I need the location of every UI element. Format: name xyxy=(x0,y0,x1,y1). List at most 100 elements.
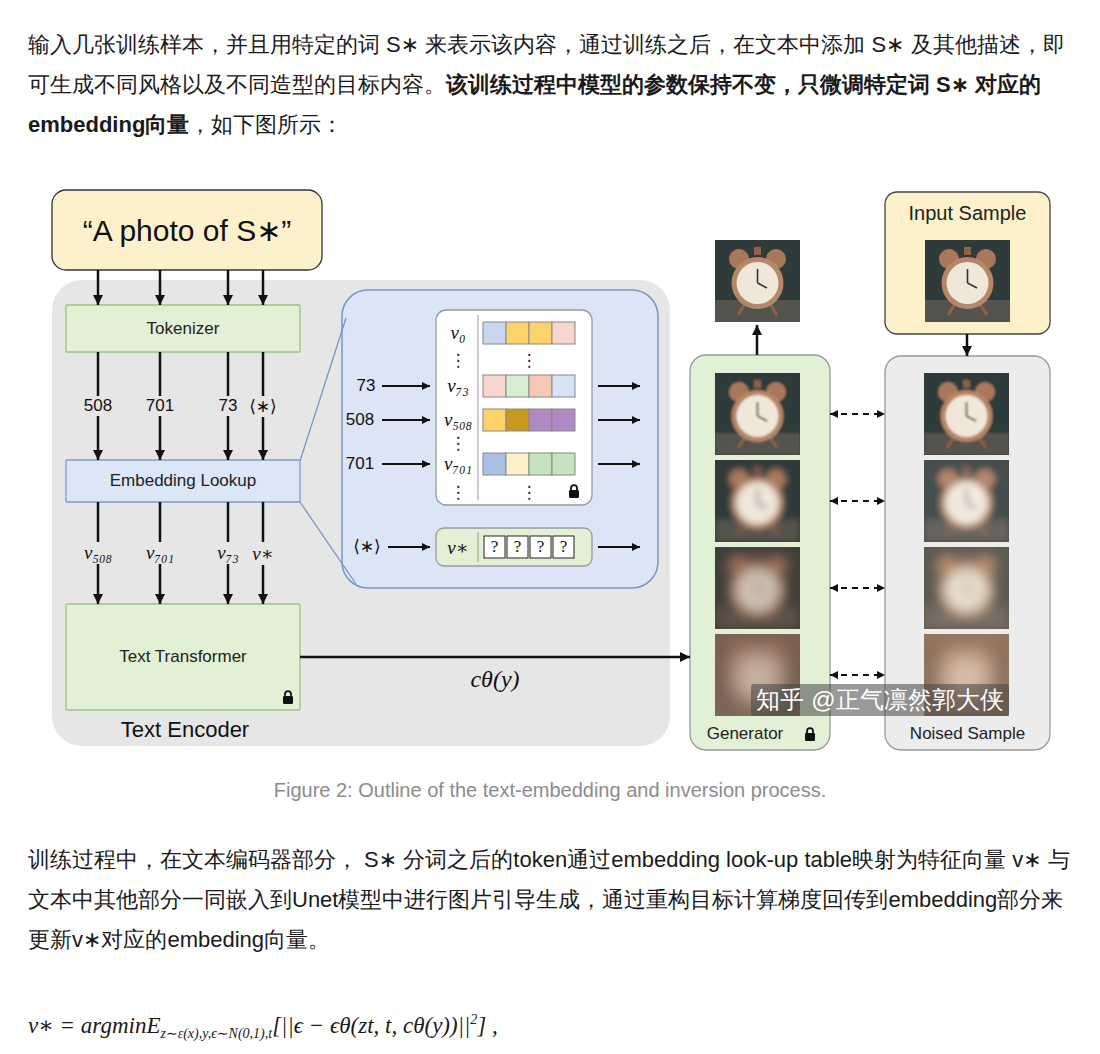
text-slot: ⋮ xyxy=(509,348,549,372)
text-slot: ? xyxy=(530,536,551,558)
box-label: Embedding Lookup xyxy=(110,471,257,491)
lock-icon xyxy=(283,691,293,704)
paragraph-text: ，如下图所示： xyxy=(189,112,343,137)
panel-title: Generator xyxy=(707,724,784,744)
text-slot: cθ(y) xyxy=(435,663,555,695)
new-embedding-row: v∗???? xyxy=(436,528,592,566)
arrow xyxy=(300,656,690,659)
edge-label: 701 xyxy=(143,396,177,416)
ellipsis: ⋮ xyxy=(450,350,467,371)
input-sample-box: Input Sample xyxy=(885,192,1050,334)
unknown-cell: ? xyxy=(560,537,568,557)
panel-title: Input Sample xyxy=(909,202,1027,225)
unknown-cell: ? xyxy=(491,537,499,557)
panel-title: Noised Sample xyxy=(910,724,1025,744)
text-slot: ? xyxy=(507,536,528,558)
text-slot: “A photo of S∗” xyxy=(52,190,322,270)
encoder-panel: Text Encoder TokenizerEmbedding Lookup v₀ ⋮… xyxy=(52,280,670,746)
text-slot: Tokenizer xyxy=(66,305,300,352)
vector-name: v₇₀₁ xyxy=(444,453,472,475)
lock-icon xyxy=(805,728,815,741)
text-slot: 701 xyxy=(330,448,390,480)
unknown-cell: ? xyxy=(514,537,522,557)
text-slot: v₇₀₁ xyxy=(438,452,478,476)
dashed-arrow xyxy=(830,587,885,589)
text-slot: Text Transformer xyxy=(66,604,300,710)
process-box-fill xyxy=(66,305,300,352)
text-slot: Noised Sample xyxy=(885,722,1050,746)
new-embedding-row-fill xyxy=(436,528,592,566)
text-slot: ⋮ xyxy=(438,431,478,455)
edge-label: 508 xyxy=(81,396,115,416)
text-slot: v₅₀₈ xyxy=(438,408,478,432)
vector-name: v₀ xyxy=(450,322,465,344)
edge-label: v∗ xyxy=(249,542,276,565)
edge-label: 73 xyxy=(216,396,241,416)
text-slot: 508 xyxy=(330,404,390,436)
text-slot: Text Encoder xyxy=(52,716,318,744)
token-id: 508 xyxy=(346,410,374,430)
token-id: 73 xyxy=(357,376,376,396)
paragraph: 输入几张训练样本，并且用特定的词 S∗ 来表示该内容，通过训练之后，在文本中添加… xyxy=(28,25,1078,145)
caption-text: Figure 2: Outline of the text-embedding … xyxy=(274,779,827,801)
input-sample-box-fill xyxy=(885,192,1050,334)
embedding-table-fill xyxy=(436,310,592,505)
ellipsis: ⋮ xyxy=(450,433,467,454)
panel-title: Text Encoder xyxy=(121,717,249,743)
dashed-arrow xyxy=(830,413,885,415)
process-box: Embedding Lookup xyxy=(66,460,300,502)
encoder-panel-fill xyxy=(52,280,670,746)
process-box: Text Transformer xyxy=(66,604,300,710)
formula: v∗ = argminEz∼ε(x),y,ϵ∼N(0,1),t[||ϵ − ϵθ… xyxy=(28,1000,1078,1054)
vector-name: v₇₃ xyxy=(447,375,469,397)
ellipsis: ⋮ xyxy=(450,482,467,503)
arrow xyxy=(159,270,162,305)
text-slot: v₇₀₁ xyxy=(100,537,220,569)
text-slot: v₅₀₈ xyxy=(38,537,158,569)
process-box-fill xyxy=(66,604,300,710)
clock-photos xyxy=(715,240,1010,716)
text-slot: v₀ xyxy=(438,321,478,345)
edge-label: cθ(y) xyxy=(470,666,519,693)
zoom-panel xyxy=(342,290,658,588)
token-id: ⟨∗⟩ xyxy=(353,536,381,557)
formula-text: v∗ = argminE xyxy=(28,1013,161,1038)
edge-label: ⟨∗⟩ xyxy=(246,396,280,417)
text-slot: 73 xyxy=(336,370,396,402)
formula-text: [||ϵ − ϵθ(zt, t, cθ(y))|| xyxy=(272,1013,470,1038)
formula-superscript: 2 xyxy=(470,1012,477,1027)
text-slot: Input Sample xyxy=(885,199,1050,227)
text-slot: ? xyxy=(553,536,574,558)
watermark: 知乎 @正气凛然郭大侠 xyxy=(751,684,1008,716)
formula-text: ] , xyxy=(477,1013,497,1038)
ellipsis: ⋮ xyxy=(521,350,538,371)
text-slot: 508 xyxy=(38,390,158,422)
text-slot: ⋮ xyxy=(438,480,478,504)
box-label: Text Transformer xyxy=(119,647,247,667)
text-slot: ⋮ xyxy=(438,348,478,372)
arrow xyxy=(97,270,100,305)
zoom-line xyxy=(300,318,346,461)
process-box: Tokenizer xyxy=(66,305,300,352)
prompt-box-fill xyxy=(52,190,322,270)
box-label: Tokenizer xyxy=(147,319,220,339)
text-slot: 701 xyxy=(100,390,220,422)
text-slot: ? xyxy=(484,536,505,558)
text-slot: ⋮ xyxy=(509,480,549,504)
text-slot: v∗ xyxy=(438,535,478,559)
edge-label: v₇₃ xyxy=(214,542,242,564)
text-slot: 知乎 @正气凛然郭大侠 xyxy=(700,684,1060,716)
leader-arrows xyxy=(382,325,757,547)
paragraph: 训练过程中，在文本编码器部分， S∗ 分词之后的token通过embedding… xyxy=(28,840,1078,960)
formula-subscript: z∼ε(x),y,ϵ∼N(0,1),t xyxy=(161,1026,273,1041)
lock-icon xyxy=(569,485,579,498)
vector-name: v∗ xyxy=(447,536,468,559)
embedding-table: v₀⋮⋮v₇₃v₅₀₈⋮v₇₀₁⋮⋮ xyxy=(436,310,592,505)
arrow xyxy=(966,334,969,356)
zoom-line xyxy=(300,502,356,584)
arrow xyxy=(227,270,230,305)
arrow xyxy=(262,270,265,305)
dashed-arrow xyxy=(830,500,885,502)
figure-caption: Figure 2: Outline of the text-embedding … xyxy=(0,775,1100,805)
